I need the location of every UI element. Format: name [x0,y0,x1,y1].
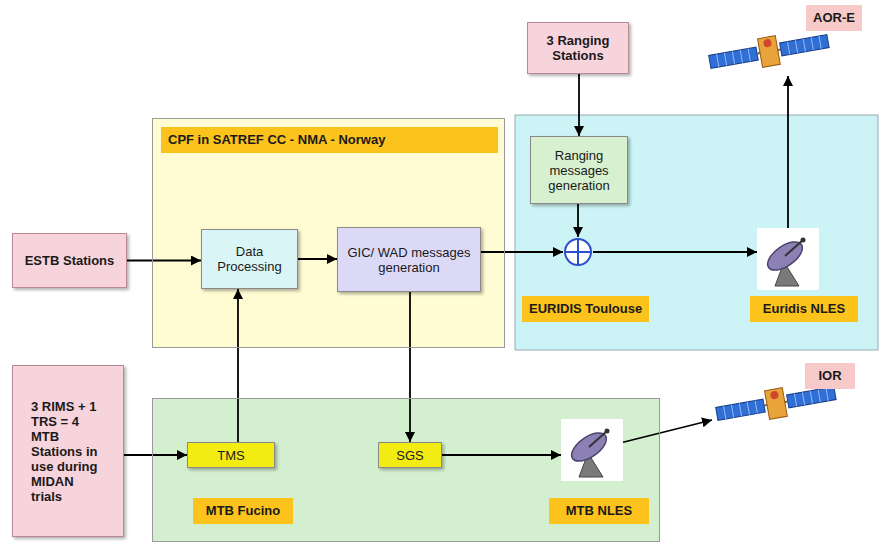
region-fill [152,118,505,348]
panel-cell [803,39,805,52]
process-box: Ranging messages generation [530,136,628,204]
icon-drawing [563,237,593,267]
caption-label: CPF in SATREF CC - NMA - Norway [161,127,498,153]
caption-label: Euridis NLES [750,296,858,322]
station-box: 3 RIMS + 1 TRS = 4 MTB Stations in use d… [12,365,124,537]
euridis-region [515,115,878,350]
flow-arrow [593,251,757,253]
antenna-feed [589,431,607,447]
panel-cell [740,50,742,63]
flow-arrow [127,260,201,262]
combiner-cross [565,239,591,265]
solar-panel [787,387,837,408]
box-text: ESTB Stations [25,253,115,268]
flow-arrow [409,292,411,442]
caption-label: IOR [805,363,855,389]
panel-cell [739,403,741,416]
box-text: 3 Ranging Stations [532,33,624,63]
flow-arrow [577,204,579,237]
region-fill [152,398,660,542]
box-text: GIC/ WAD messages generation [342,245,476,275]
antenna-icon: Euridis NLES [757,228,819,290]
solar-panel [780,35,830,56]
flow-arrow [298,258,337,260]
solar-panel [716,399,766,420]
icon-drawing [705,28,833,76]
flow-arrow [481,251,563,253]
flow-arrow [237,289,239,442]
solar-panel [709,47,759,68]
satellite-body [707,28,830,76]
panel-cell [818,389,820,402]
satellite-antenna [763,39,772,48]
box-text: Ranging messages generation [535,148,623,193]
station-box: ESTB Stations [12,233,127,288]
caption-label: MTB Fucino [193,498,293,524]
combiner-ring [565,239,591,265]
panel-cell [747,402,749,415]
icon-drawing [561,419,623,481]
antenna-horn [801,238,806,243]
antenna-dish [567,427,611,466]
panel-cell [802,392,804,405]
caption-label: AOR-E [806,5,862,31]
flow-arrow [442,454,561,456]
caption-label: EURIDIS Toulouse [522,296,649,322]
panel-cell [724,53,726,66]
panel-cell [794,394,796,407]
panel-cell [811,37,813,50]
process-box: GIC/ WAD messages generation [337,227,481,292]
station-box: 3 Ranging Stations [527,22,629,74]
box-text: 3 RIMS + 1 TRS = 4 MTB Stations in use d… [31,399,105,504]
flow-arrow [623,420,712,442]
panel-cell [732,51,734,64]
flow-arrow [787,76,789,228]
panel-cell [731,405,733,418]
panel-cell [787,42,789,55]
flow-arrow [124,454,187,456]
satellite-icon: AOR-E [705,28,833,76]
process-box: TMS [187,442,275,468]
box-text: Data Processing [206,244,293,274]
box-text: TMS [217,448,244,463]
group-region: CPF in SATREF CC - NMA - NorwayData Proc… [152,118,505,348]
box-text: SGS [396,448,423,463]
panel-cell [810,391,812,404]
antenna-horn [605,429,610,434]
antenna-feed [785,240,803,256]
panel-cell [826,388,828,401]
flow-arrow [578,74,580,136]
panel-cell [717,54,719,67]
panel-cell [819,36,821,49]
icon-drawing [757,228,819,290]
satellite-icon: IOR [712,380,840,428]
panel-cell [748,49,750,62]
satellite-antenna [770,391,779,400]
process-box: Data Processing [201,229,298,289]
caption-label: MTB NLES [549,498,649,524]
panel-cell [795,40,797,53]
process-box: SGS [378,442,442,468]
satellite-bus [765,388,788,420]
panel-cell [724,406,726,419]
panel-cell [755,401,757,414]
antenna-dish [763,236,807,275]
group-region: MTB Fucino TMS SGS MTB NLES [152,398,660,542]
antenna-icon: MTB NLES [561,419,623,481]
combiner-circle: EURIDIS Toulouse [563,237,593,267]
satellite-bus [758,36,781,68]
